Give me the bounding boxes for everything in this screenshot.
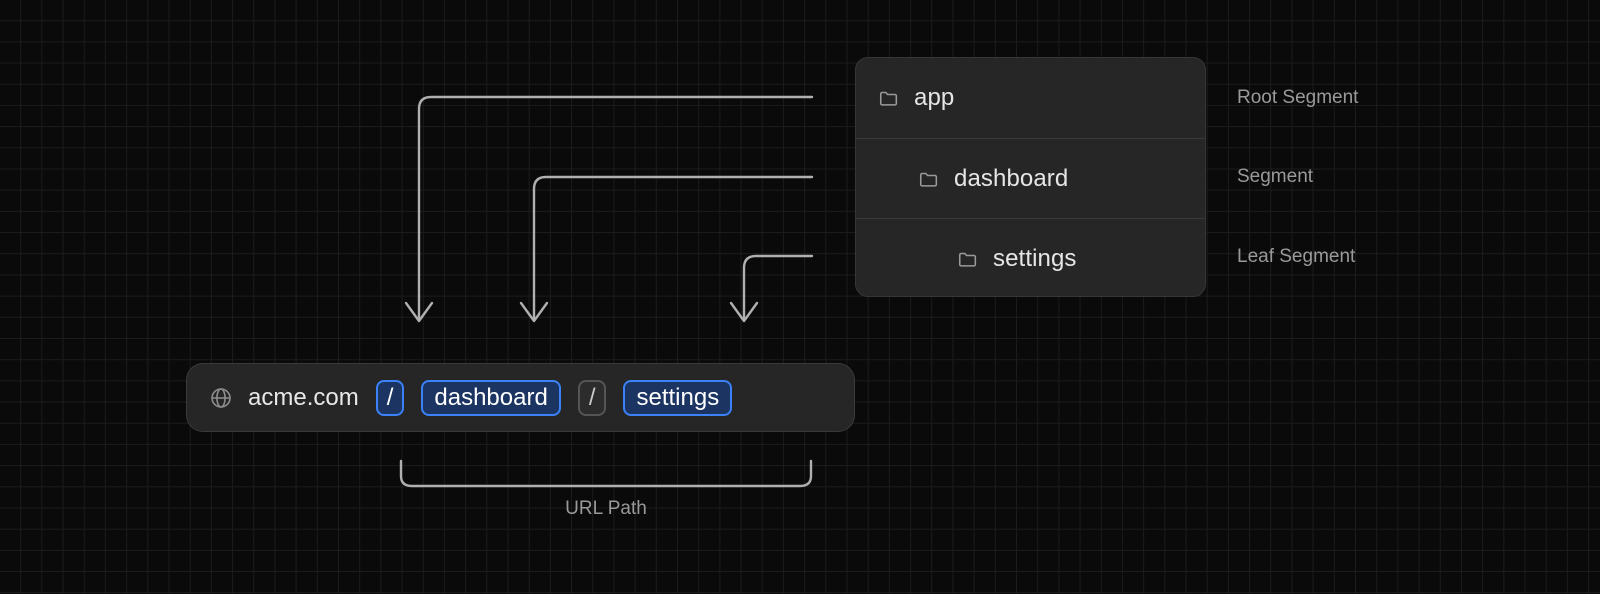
url-segment-slash-2[interactable]: / — [577, 379, 607, 416]
globe-icon — [211, 387, 231, 408]
tree-row-label: settings — [993, 244, 1077, 272]
folder-icon — [879, 91, 898, 106]
connector-dashboard — [532, 175, 814, 320]
tree-row-label: app — [914, 84, 955, 111]
tree-row[interactable]: app — [856, 58, 1205, 138]
url-bar[interactable]: acme.com / dashboard / settings — [186, 363, 855, 432]
arrowhead-settings — [729, 301, 759, 323]
tree-row-label: dashboard — [954, 164, 1069, 192]
tree-row[interactable]: dashboard — [856, 138, 1205, 218]
url-segment-dashboard[interactable]: dashboard — [421, 379, 561, 416]
url-segment-settings[interactable]: settings — [623, 379, 733, 416]
folder-icon — [919, 172, 938, 187]
folder-tree-panel: app dashboard settings — [855, 57, 1206, 297]
connector-settings — [742, 254, 814, 320]
url-segment-slash-1[interactable]: / — [375, 379, 405, 416]
annotation-segment: Segment — [1237, 166, 1314, 187]
url-host: acme.com — [248, 383, 359, 411]
annotation-root-segment: Root Segment — [1237, 87, 1359, 108]
annotation-leaf-segment: Leaf Segment — [1237, 246, 1356, 267]
arrowhead-dashboard — [519, 301, 549, 323]
connector-app-to-slash — [417, 95, 814, 320]
arrowhead-app — [404, 301, 434, 323]
folder-icon — [958, 252, 977, 267]
url-path-bracket — [399, 459, 813, 488]
tree-row[interactable]: settings — [856, 218, 1205, 296]
url-path-label: URL Path — [565, 498, 647, 519]
